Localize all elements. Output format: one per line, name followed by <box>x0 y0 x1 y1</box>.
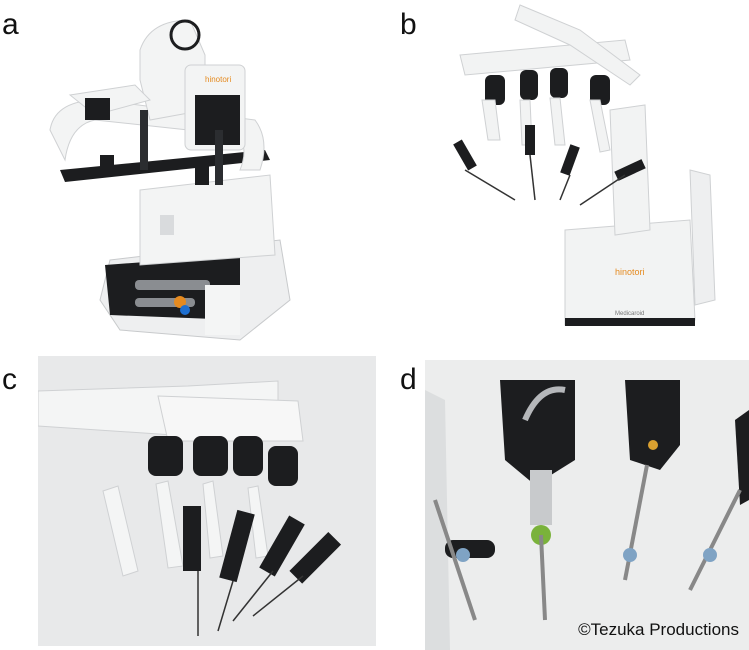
instrument-tips-image <box>425 360 749 650</box>
panel-label-b: b <box>400 8 417 41</box>
cart-logo: hinotori <box>615 267 645 277</box>
cockpit-logo: hinotori <box>205 75 231 84</box>
photo-credit: ©Tezuka Productions <box>578 620 739 639</box>
patient-cart-image: hinotori Medicaroid <box>453 4 716 326</box>
arms-closeup-image <box>38 356 376 646</box>
cart-sublogo: Medicaroid <box>615 311 644 317</box>
panel-label-c: c <box>2 363 17 396</box>
panel-b-patient-cart: hinotori Medicaroid <box>440 0 749 340</box>
surgeon-cockpit-image: hinotori <box>49 19 291 341</box>
panel-a-surgeon-cockpit: hinotori <box>40 10 360 350</box>
panel-c-arms-closeup <box>38 356 376 646</box>
panel-d-instrument-tips: ©Tezuka Productions <box>425 360 749 650</box>
panel-label-d: d <box>400 363 417 396</box>
panel-label-a: a <box>2 8 19 41</box>
